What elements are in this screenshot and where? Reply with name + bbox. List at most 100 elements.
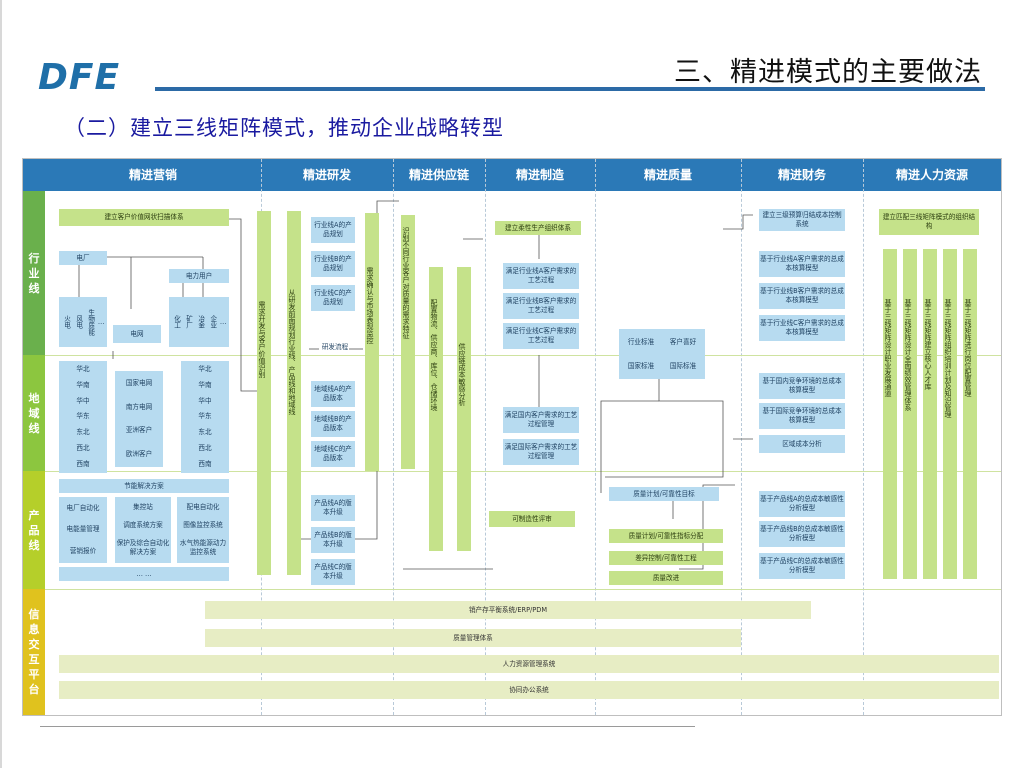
region-version-c: 地域线C的产品版本 bbox=[311, 441, 355, 467]
industry-process-a: 满足行业线A客户需求的工艺过程 bbox=[503, 263, 579, 289]
demand-confirm-column bbox=[365, 213, 379, 471]
quality-plan-box: 质量计划/可靠性目标 bbox=[609, 487, 719, 501]
column-divider bbox=[485, 159, 486, 715]
product-upgrade-c: 产品线C的版本升级 bbox=[311, 559, 355, 585]
column-header-bar bbox=[23, 159, 1001, 191]
column-header-quality: 精进质量 bbox=[643, 168, 692, 182]
rnd-planning-column bbox=[287, 211, 301, 575]
supply-logistics-column bbox=[429, 267, 443, 551]
supply-cost-label: 供应链成本敏感分析 bbox=[458, 343, 466, 406]
company-logo: DFE bbox=[38, 57, 121, 98]
quality-item-3: 质量改进 bbox=[609, 571, 723, 585]
product-upgrade-b: 产品线B的版本升级 bbox=[311, 527, 355, 553]
regional-cost-analysis: 区域成本分析 bbox=[759, 435, 845, 453]
quality-system-bar: 质量管理体系 bbox=[205, 629, 741, 647]
row-divider bbox=[45, 589, 1001, 590]
row-label-industry: 行业线 bbox=[23, 191, 45, 355]
hr-column-5 bbox=[963, 249, 977, 579]
energy-solution-box: 节能解决方案 bbox=[59, 479, 229, 493]
product-sensitivity-model-c: 基于产品线C的总成本敏感性分析模型 bbox=[759, 553, 845, 579]
product-list-b: 集控站调度系统方案保护及综合自动化解决方案 bbox=[115, 497, 171, 563]
column-divider bbox=[863, 159, 864, 715]
hr-column-1 bbox=[883, 249, 897, 579]
electric-plant-box: 电厂 bbox=[59, 251, 107, 265]
grid-regions-list: 国家电网南方电网 亚洲客户欧洲客户 bbox=[115, 371, 163, 467]
three-line-matrix-diagram: 精进营销 精进研发 精进供应链 精进制造 精进质量 精进财务 精进人力资源 行业… bbox=[22, 158, 1002, 716]
slide-subtitle: （二）建立三线矩阵模式，推动企业战略转型 bbox=[64, 116, 504, 140]
rnd-process-label: 研发流程 bbox=[321, 343, 349, 351]
industry-plan-c: 行业线C的产品规划 bbox=[311, 285, 355, 311]
international-cost-model: 基于国际竞争环境的总成本核算模型 bbox=[759, 403, 845, 429]
column-header-marketing: 精进营销 bbox=[128, 168, 177, 182]
column-header-finance: 精进财务 bbox=[777, 168, 826, 182]
slide-title: 三、精进模式的主要做法 bbox=[674, 57, 982, 88]
hr-system-bar: 人力资源管理系统 bbox=[59, 655, 999, 673]
region-version-b: 地域线B的产品版本 bbox=[311, 411, 355, 437]
row-label-product: 产品线 bbox=[23, 471, 45, 589]
column-header-supply-chain: 精进供应链 bbox=[408, 168, 469, 182]
budget-system-box: 建立三级预算归结成本控制系统 bbox=[759, 209, 845, 231]
rnd-planning-label: 从研发前面规划行业线、产品线和地域线 bbox=[288, 289, 296, 415]
industry-process-b: 满足行业线B客户需求的工艺过程 bbox=[503, 293, 579, 319]
grid-box: 电网 bbox=[113, 325, 161, 343]
row-label-info-platform: 信息交互平台 bbox=[23, 589, 45, 715]
rnd-demand-column bbox=[257, 211, 271, 575]
power-user-box: 电力用户 bbox=[169, 269, 229, 283]
region-version-a: 地域线A的产品版本 bbox=[311, 381, 355, 407]
industry-process-c: 满足行业线C客户需求的工艺过程 bbox=[503, 323, 579, 349]
row-divider bbox=[45, 355, 1001, 356]
product-sensitivity-model-a: 基于产品线A的总成本敏感性分析模型 bbox=[759, 491, 845, 517]
user-types-box: 化工 矿厂 冶金 企业 … bbox=[169, 297, 229, 347]
column-divider bbox=[741, 159, 742, 715]
regions-list-a: 华北华南 华中华东 东北西北 西南 bbox=[59, 361, 107, 473]
hr-org-structure-box: 建立匹配三线矩阵模式的组织结构 bbox=[879, 209, 979, 235]
product-list-a: 电厂自动化电能量管理营销报价 bbox=[59, 497, 107, 563]
column-header-hr: 精进人力资源 bbox=[895, 168, 968, 182]
industry-cost-model-b: 基于行业线B客户需求的总成本核算模型 bbox=[759, 283, 845, 309]
column-header-rnd: 精进研发 bbox=[302, 168, 351, 182]
left-edge-line bbox=[0, 0, 2, 768]
hr-column-4 bbox=[943, 249, 957, 579]
hr-training-label: 基于三线矩阵组织培训计划及知识管理 bbox=[944, 299, 952, 418]
column-header-manufacturing: 精进制造 bbox=[515, 168, 564, 182]
hr-performance-label: 基于三线矩阵设计全面绩效管理体系 bbox=[904, 299, 912, 411]
erp-system-bar: 销产存平衡系统/ERP/PDM bbox=[205, 601, 811, 619]
industry-plan-b: 行业线B的产品规划 bbox=[311, 251, 355, 277]
industry-cost-model-c: 基于行业线C客户需求的总成本核算模型 bbox=[759, 315, 845, 341]
more-products-box: … … bbox=[59, 567, 229, 581]
international-process: 满足国际客户需求的工艺过程管理 bbox=[503, 439, 579, 465]
rnd-demand-label: 需求开发与客户价值识别 bbox=[258, 301, 266, 378]
product-sensitivity-model-b: 基于产品线B的总成本敏感性分析模型 bbox=[759, 521, 845, 547]
column-divider bbox=[393, 159, 394, 715]
hr-position-label: 基于三线矩阵进行岗位配置管理 bbox=[964, 299, 972, 397]
flexible-production-box: 建立柔性生产组织体系 bbox=[495, 221, 581, 235]
customer-value-scan-box: 建立客户价值网状扫描体系 bbox=[59, 209, 229, 226]
product-upgrade-a: 产品线A的版本升级 bbox=[311, 495, 355, 521]
row-divider bbox=[45, 471, 1001, 472]
regions-list-b: 华北华南 华中华东 东北西北 西南 bbox=[181, 361, 229, 473]
standards-box: 行业标准客户喜好 国家标准国际标准 bbox=[619, 329, 705, 379]
demand-confirm-label: 需求确认与市场表现监控 bbox=[366, 267, 374, 344]
supply-quality-need-column bbox=[401, 215, 415, 469]
hr-column-3 bbox=[923, 249, 937, 579]
column-divider bbox=[595, 159, 596, 715]
footer-line bbox=[40, 726, 695, 727]
row-label-region: 地域线 bbox=[23, 355, 45, 471]
hr-career-path-label: 基于三线矩阵设计职业发展通道 bbox=[884, 299, 892, 397]
supply-cost-column bbox=[457, 267, 471, 551]
domestic-process: 满足国内客户需求的工艺过程管理 bbox=[503, 407, 579, 433]
supply-logistics-label: 配置物流、供应商、库位、仓储环境 bbox=[430, 299, 438, 411]
industry-cost-model-a: 基于行业线A客户需求的总成本核算模型 bbox=[759, 251, 845, 277]
domestic-cost-model: 基于国内竞争环境的总成本核算模型 bbox=[759, 373, 845, 399]
office-system-bar: 协同办公系统 bbox=[59, 681, 999, 699]
quality-item-1: 质量计划/可靠性指标分配 bbox=[609, 529, 723, 543]
industry-plan-a: 行业线A的产品规划 bbox=[311, 217, 355, 243]
hr-column-2 bbox=[903, 249, 917, 579]
title-underline bbox=[155, 87, 985, 91]
supply-quality-need-label: 识别不同行业客户对质量的需求特征 bbox=[402, 227, 410, 339]
manufacturability-review-box: 可制造性评审 bbox=[489, 511, 575, 527]
hr-talent-pool-label: 基于三线矩阵建立核心人才库 bbox=[924, 299, 932, 390]
plant-types-box: 火电 风电 生物质能 … bbox=[59, 297, 107, 347]
product-list-c: 配电自动化图像监控系统水气热能源动力监控系统 bbox=[177, 497, 229, 563]
quality-item-2: 差异控制/可靠性工程 bbox=[609, 551, 723, 565]
